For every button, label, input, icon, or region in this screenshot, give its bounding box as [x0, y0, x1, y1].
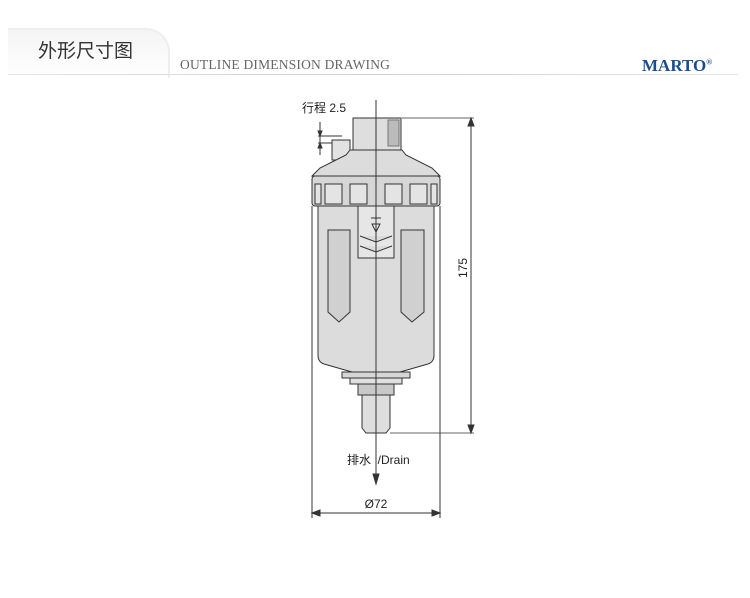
bowl-rib-left [327, 229, 351, 323]
drain-arrow-icon [372, 473, 380, 486]
height-label: 175 [456, 258, 470, 278]
header-divider [8, 74, 738, 75]
diameter-dimension [310, 206, 442, 518]
brand-logo: MARTO® [642, 56, 712, 76]
stroke-label: 行程 2.5 [302, 100, 346, 115]
header-tab [8, 28, 170, 78]
stroke-dimension [317, 122, 342, 155]
diameter-label: Ø72 [365, 497, 388, 511]
drain-label: 排水 /Drain [347, 453, 410, 467]
top-fitting [331, 117, 402, 161]
page-subtitle: OUTLINE DIMENSION DRAWING [180, 57, 391, 72]
brand-name: MARTO [642, 56, 707, 75]
height-dimension [390, 116, 475, 435]
brand-mark: ® [706, 57, 713, 67]
bowl-rib-right [400, 229, 425, 323]
page-title: 外形尺寸图 [38, 40, 134, 62]
ring-notches [314, 183, 438, 205]
